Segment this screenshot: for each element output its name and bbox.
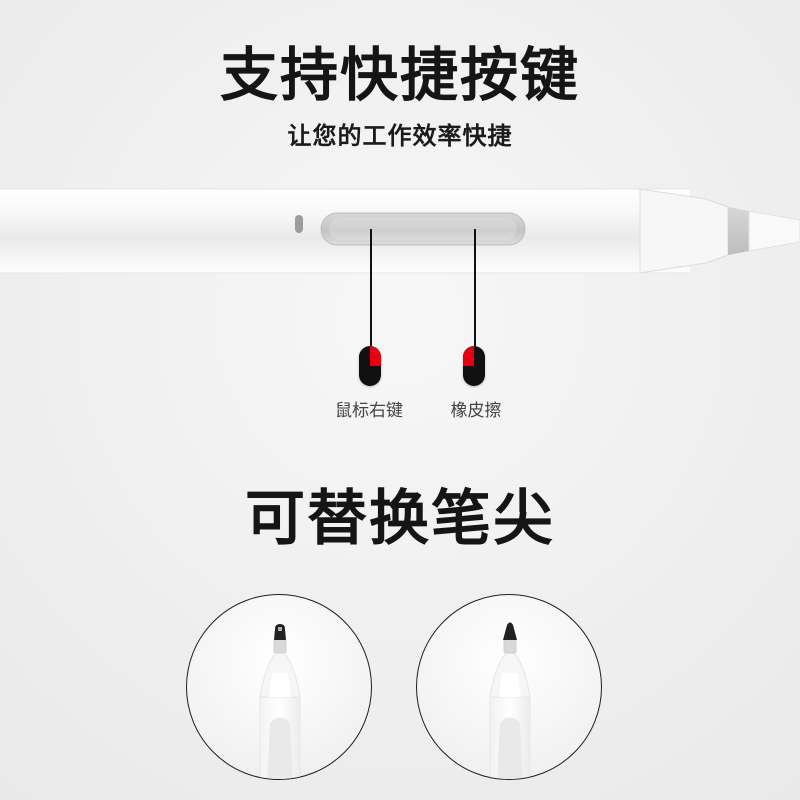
pen-tip-right-icon: [489, 622, 531, 779]
eraser-indicator-icon: [463, 346, 485, 386]
right-click-indicator-icon: [359, 346, 381, 386]
page-subtitle: 让您的工作效率快捷: [287, 122, 513, 150]
replaceable-tip-circle-right: [416, 594, 602, 780]
page-title: 支持快捷按键: [219, 41, 580, 109]
button-label-right-click: 鼠标右键: [335, 401, 403, 421]
left-connector-line: [370, 229, 372, 350]
status-light-icon: [295, 215, 303, 233]
right-connector-line: [474, 229, 476, 350]
button-label-eraser: 橡皮擦: [450, 401, 502, 421]
stylus-pen-illustration: [0, 188, 800, 274]
section-title: 可替换笔尖: [245, 484, 555, 554]
replaceable-tip-circle-left: [186, 594, 372, 780]
pen-tip-left-icon: [259, 624, 301, 779]
